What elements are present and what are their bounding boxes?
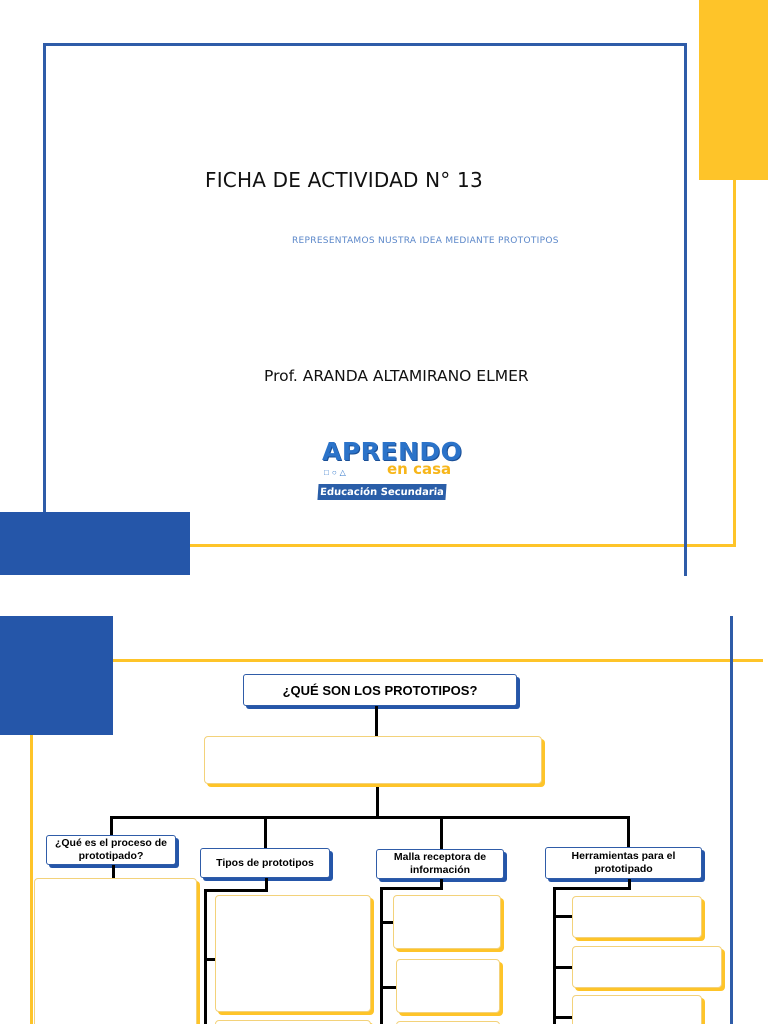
teacher-name: Prof. ARANDA ALTAMIRANO ELMER (264, 367, 529, 385)
activity-subtitle: REPRESENTAMOS NUSTRA IDEA MEDIANTE PROTO… (292, 236, 559, 246)
category-tools: Herramientas para el prototipado (545, 847, 702, 879)
slide-concept-map: ¿QUÉ SON LOS PROTOTIPOS? ¿Qué es el proc… (0, 576, 768, 1024)
answer-box-tools-3[interactable] (572, 995, 702, 1024)
connector-line (627, 816, 630, 848)
connector-line (553, 887, 556, 1024)
answer-box-types-1[interactable] (215, 895, 371, 1012)
connector-line (553, 915, 573, 918)
connector-line (204, 889, 207, 1024)
connector-line (440, 879, 443, 888)
connector-line (380, 887, 383, 1024)
category-types: Tipos de prototipos (200, 848, 330, 878)
answer-box-mesh-3[interactable] (396, 1021, 500, 1024)
activity-title: FICHA DE ACTIVIDAD N° 13 (205, 168, 483, 192)
answer-box-tools-2[interactable] (572, 946, 722, 988)
yellow-frame-bottom (186, 544, 736, 547)
blue-frame-left (43, 43, 46, 513)
blue-frame-right (730, 616, 733, 1024)
logo-en-casa: en casa (387, 460, 452, 478)
yellow-frame-right (733, 180, 736, 547)
blue-accent-block (0, 512, 190, 575)
logo-band: Educación Secundaria (317, 484, 447, 500)
connector-horizontal (204, 889, 268, 892)
connector-line (380, 986, 396, 989)
connector-line (628, 879, 631, 888)
connector-horizontal (110, 816, 630, 819)
connector-line (380, 921, 394, 924)
blue-accent-block (0, 616, 113, 735)
answer-box-tools-1[interactable] (572, 896, 702, 938)
concept-map-title: ¿QUÉ SON LOS PROTOTIPOS? (243, 674, 517, 706)
connector-line (440, 816, 443, 849)
blue-frame-right (684, 43, 687, 576)
connector-line (112, 865, 115, 878)
connector-line (553, 966, 573, 969)
connector-line (204, 958, 216, 961)
connector-line (553, 1016, 573, 1019)
connector-line (264, 816, 267, 848)
connector-horizontal (380, 887, 443, 890)
yellow-accent-block (699, 0, 768, 180)
connector-horizontal (553, 887, 631, 890)
logo-aprendo: APRENDO (322, 437, 463, 466)
answer-box-types-2[interactable] (215, 1020, 371, 1024)
connector-line (110, 816, 113, 836)
definition-box[interactable] (204, 736, 542, 784)
blue-frame-top (43, 43, 687, 46)
category-mesh: Malla receptora de información (376, 849, 504, 879)
logo-dots-icon: □○△ (324, 468, 349, 477)
yellow-frame-top (113, 659, 763, 662)
category-process: ¿Qué es el proceso de prototipado? (46, 835, 176, 865)
answer-box-process[interactable] (34, 878, 197, 1024)
slide-cover: FICHA DE ACTIVIDAD N° 13 REPRESENTAMOS N… (0, 0, 768, 576)
answer-box-mesh-2[interactable] (396, 959, 500, 1013)
yellow-frame-left (30, 735, 33, 1024)
connector-line (265, 878, 268, 890)
connector-line (376, 787, 379, 818)
connector-line (375, 706, 378, 736)
answer-box-mesh-1[interactable] (393, 895, 501, 949)
